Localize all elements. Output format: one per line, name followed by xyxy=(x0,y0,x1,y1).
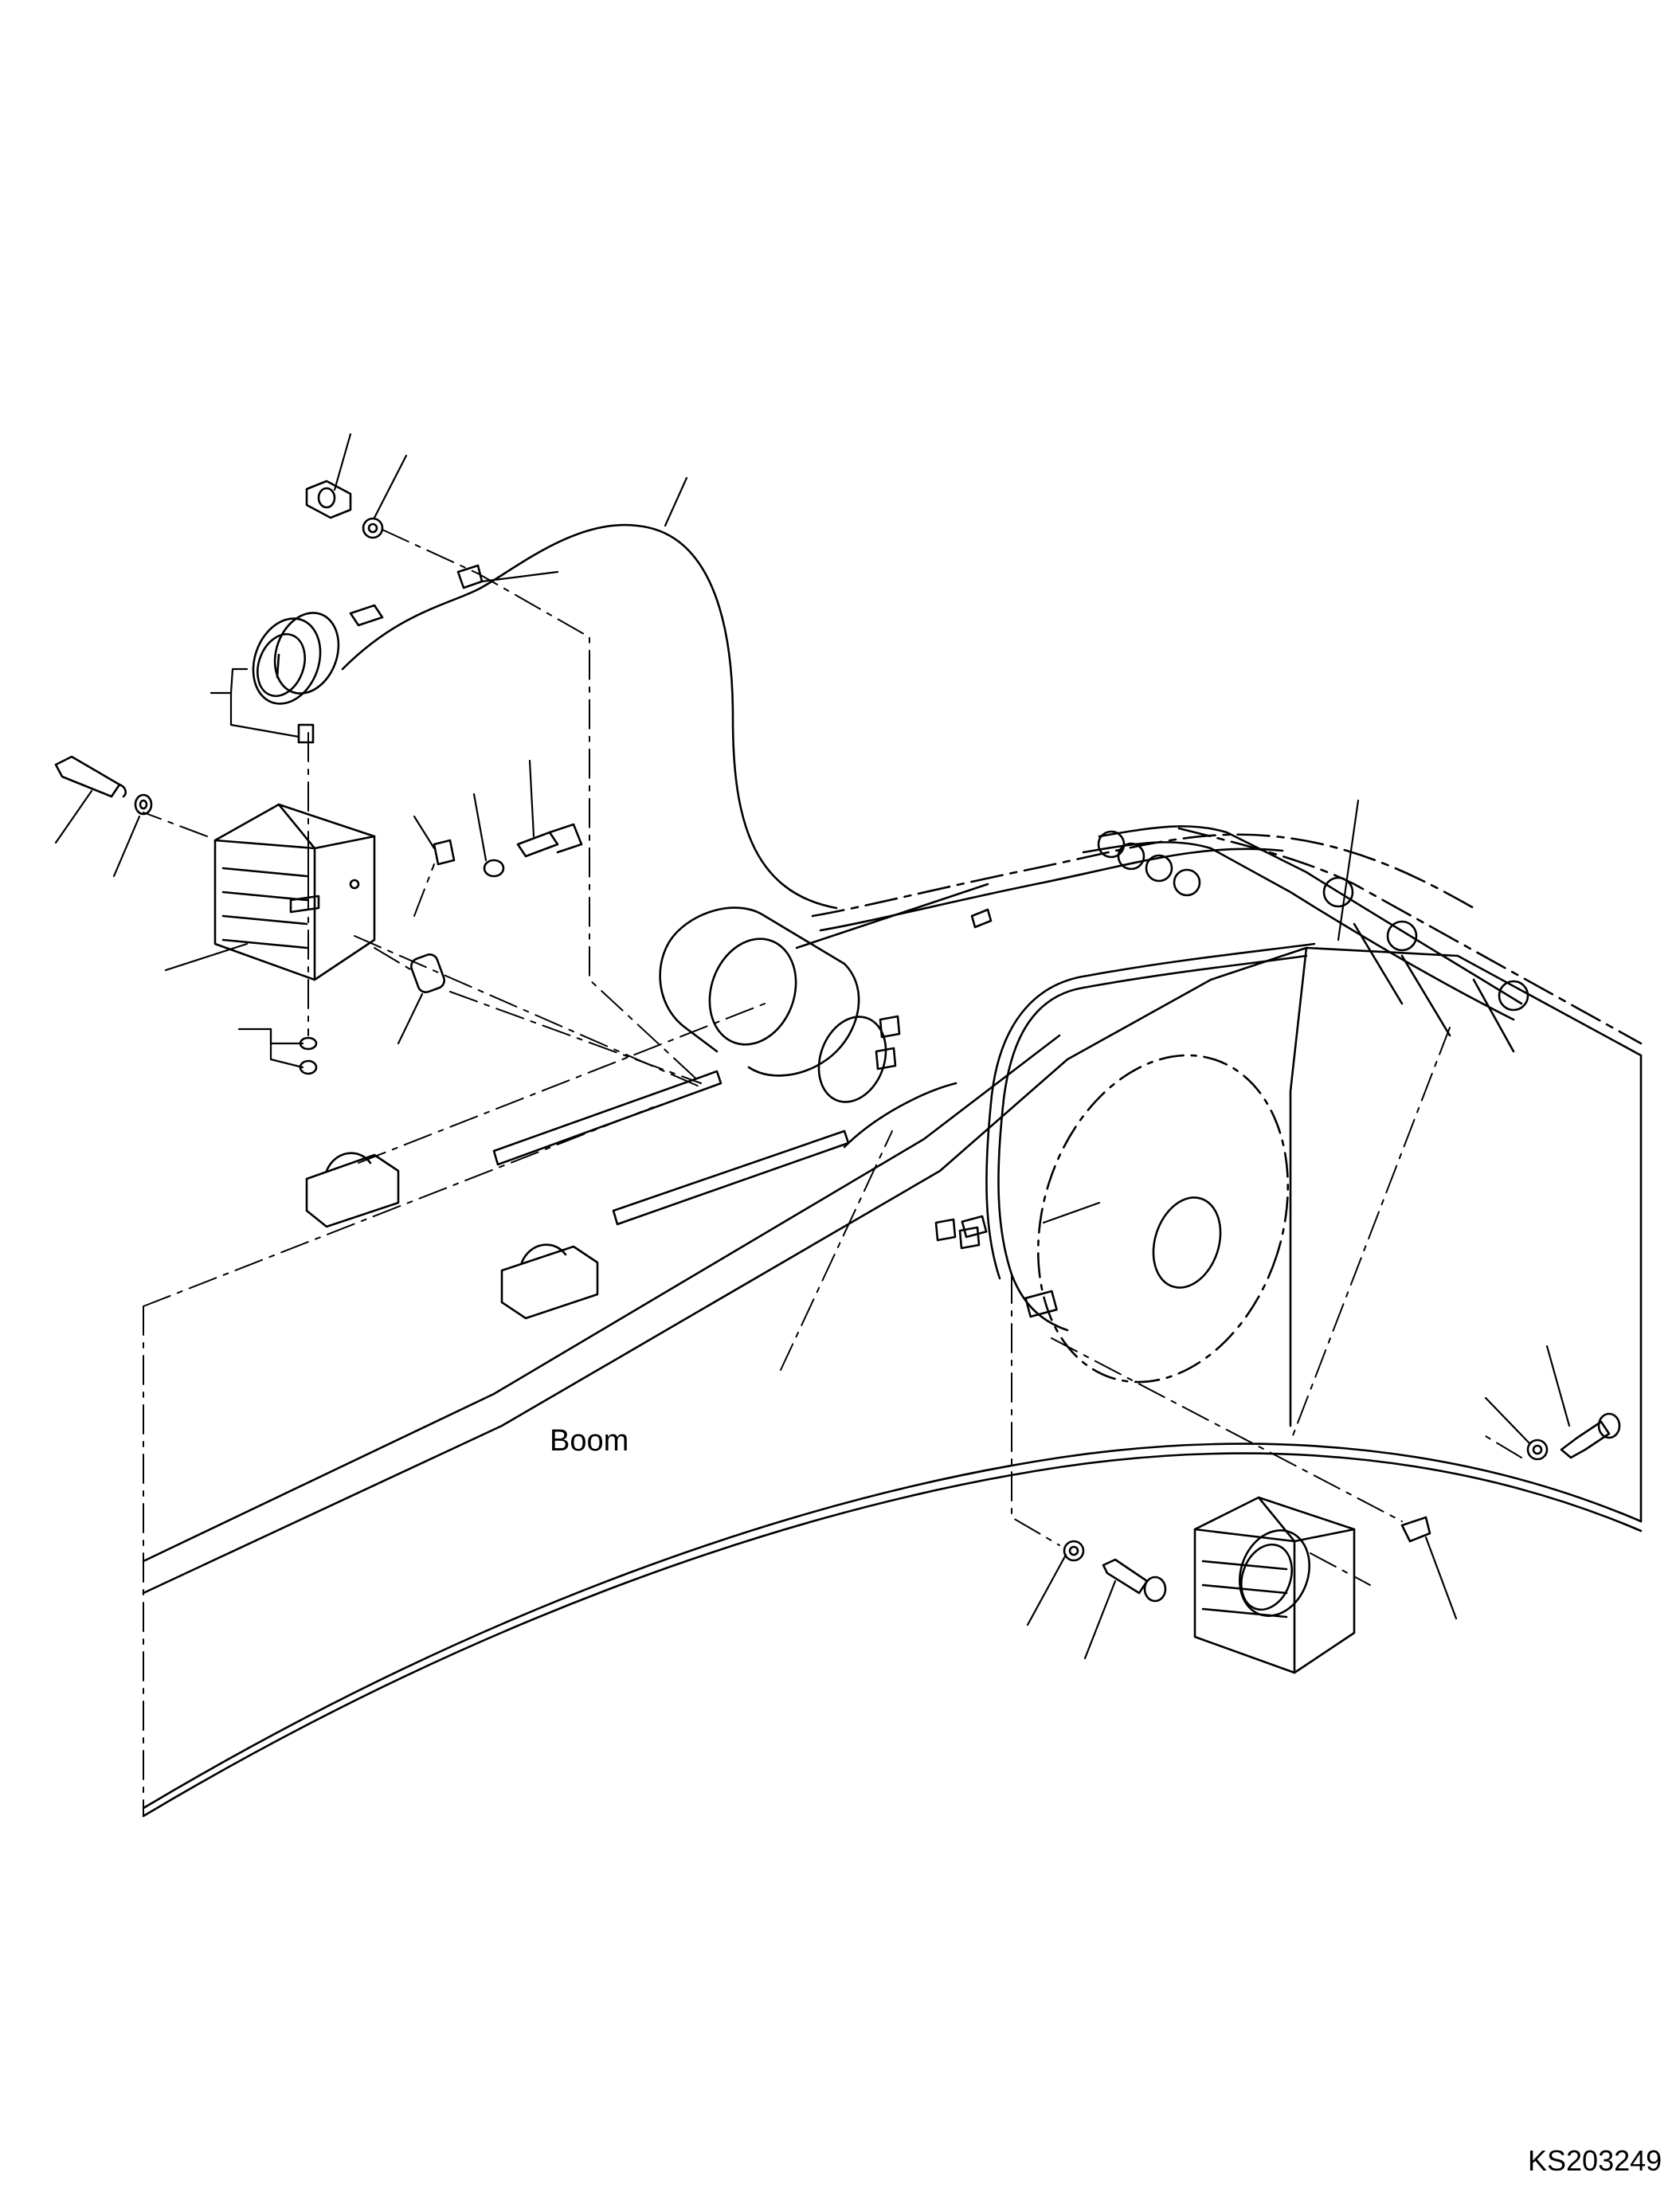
work-lamp-left xyxy=(242,609,332,714)
clip-right xyxy=(1402,1517,1430,1541)
bolt-right-upper xyxy=(1561,1414,1619,1458)
bolt-mid xyxy=(518,824,582,856)
bolt-right-lower xyxy=(1103,1560,1165,1601)
assembly-lines xyxy=(143,530,1521,1816)
boom-structure xyxy=(143,826,1641,1816)
drawing-code: KS203249 xyxy=(1528,2144,1662,2177)
washer-left xyxy=(135,795,151,814)
work-lamp-right xyxy=(1228,1521,1322,1626)
left-work-lamp-assembly xyxy=(56,481,836,1074)
lamp-guard xyxy=(215,804,374,980)
right-work-lamp-assembly xyxy=(1064,1414,1619,1673)
plate-small xyxy=(434,840,454,864)
bolt-lamp-stem xyxy=(299,725,313,742)
spacer xyxy=(409,953,447,995)
bolt-top-left xyxy=(307,481,350,518)
washer-right-upper xyxy=(1528,1440,1547,1459)
washer-mid xyxy=(484,860,503,876)
lamp-guard-right xyxy=(1195,1497,1354,1673)
washer-top-left xyxy=(363,519,382,538)
washer-right-lower xyxy=(1064,1541,1083,1560)
leader-lines xyxy=(56,434,1569,1658)
bolt-lamp-guard-left xyxy=(56,757,126,797)
boom-label: Boom xyxy=(550,1424,629,1458)
